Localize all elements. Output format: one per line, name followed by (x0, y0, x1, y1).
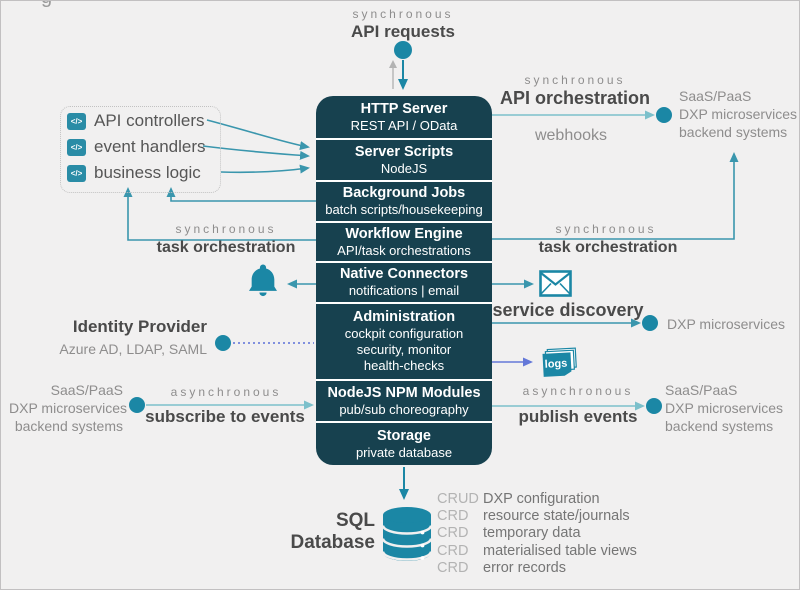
api-orch-flow-label: synchronous (524, 73, 626, 87)
code-window-icon: </> (67, 138, 86, 156)
crud-row: CRD materialised table views (437, 542, 637, 559)
saas-line: SaaS/PaaS (665, 382, 738, 398)
service-discovery-endpoint-dot (642, 315, 658, 331)
handler-label: API controllers (94, 111, 205, 130)
logs-icon: logs (538, 346, 580, 385)
integration-server-stack: HTTP Server REST API / OData Server Scri… (316, 96, 492, 465)
saas-line: DXP microservices (9, 400, 127, 416)
identity-endpoint-dot (215, 335, 231, 351)
sql-database-label: SQL Database (290, 510, 376, 553)
envelope-icon (539, 270, 572, 302)
webhooks-label: webhooks (534, 127, 608, 144)
api-requests-endpoint-dot (394, 41, 412, 59)
publish-flow-label: asynchronous (522, 384, 634, 398)
crud-list: CRUD DXP configuration CRD resource stat… (437, 491, 637, 577)
background-jobs-task-orchestration-line (166, 187, 316, 202)
saas-line: backend systems (665, 418, 774, 434)
stack-background-jobs: Background Jobs batch scripts/housekeepi… (316, 182, 492, 221)
saas-block-left: SaaS/PaaS DXP microservices backend syst… (9, 381, 127, 435)
handler-api-controllers: </> API controllers (67, 111, 205, 131)
publish-endpoint-dot (646, 398, 662, 414)
right-task-flow-label: synchronous (555, 222, 657, 236)
right-task-orchestration-label: task orchestration (538, 239, 678, 256)
identity-provider-subtitle: Azure AD, LDAP, SAML (59, 341, 207, 357)
saas-line: backend systems (679, 124, 788, 140)
subscribe-endpoint-dot (129, 397, 145, 413)
stack-server-scripts: Server Scripts NodeJS (316, 140, 492, 180)
api-requests-label: API requests (351, 22, 455, 41)
publish-label: publish events (518, 407, 638, 426)
service-discovery-label: service discovery (492, 300, 644, 320)
stack-native-connectors: Native Connectors notifications | email (316, 263, 492, 302)
top-flow-label: synchronous (352, 7, 454, 21)
bell-icon (247, 262, 279, 305)
business-logic-connector (220, 164, 310, 174)
workflow-task-orchestration-line-left (123, 187, 316, 241)
svg-text:logs: logs (544, 358, 567, 371)
api-orchestration-label: API orchestration (499, 88, 651, 108)
crud-row: CRD temporary data (437, 525, 581, 542)
handler-label: business logic (94, 163, 201, 182)
crud-row: CRD resource state/journals (437, 508, 630, 525)
saas-line: DXP microservices (665, 400, 783, 416)
script-handlers-group-outline (60, 106, 221, 193)
database-cylinder-icon (381, 505, 433, 570)
code-window-icon: </> (67, 112, 86, 130)
service-discovery-target: DXP microservices (667, 316, 785, 332)
code-window-icon: </> (67, 164, 86, 182)
stack-http-server: HTTP Server REST API / OData (316, 96, 492, 138)
saas-line: SaaS/PaaS (50, 382, 123, 398)
saas-block-bottom-right: SaaS/PaaS DXP microservices backend syst… (665, 381, 795, 435)
left-task-flow-label: synchronous (175, 222, 277, 236)
stack-storage: Storage private database (316, 423, 492, 465)
saas-line: DXP microservices (679, 106, 797, 122)
api-controllers-connector (206, 119, 310, 150)
handler-event-handlers: </> event handlers (67, 137, 206, 157)
saas-line: SaaS/PaaS (679, 88, 752, 104)
crud-row: CRD error records (437, 559, 566, 576)
handler-business-logic: </> business logic (67, 163, 201, 183)
saas-block-top-right: SaaS/PaaS DXP microservices backend syst… (679, 87, 799, 141)
identity-provider-title: Identity Provider (72, 317, 207, 336)
api-orchestration-endpoint-dot (656, 107, 672, 123)
stack-npm-modules: NodeJS NPM Modules pub/sub choreography (316, 381, 492, 421)
left-task-orchestration-label: task orchestration (156, 239, 296, 256)
stack-workflow-engine: Workflow Engine API/task orchestrations (316, 223, 492, 261)
saas-line: backend systems (14, 418, 123, 434)
crud-row: CRUD DXP configuration (437, 491, 600, 507)
clipped-text-fragment: g (41, 1, 69, 9)
stack-administration: Administration cockpit configuration sec… (316, 304, 492, 379)
subscribe-flow-label: asynchronous (170, 385, 282, 399)
handler-label: event handlers (94, 137, 206, 156)
workflow-task-orchestration-line-right (492, 152, 739, 240)
event-handlers-connector (202, 145, 310, 160)
subscribe-label: subscribe to events (145, 407, 305, 426)
